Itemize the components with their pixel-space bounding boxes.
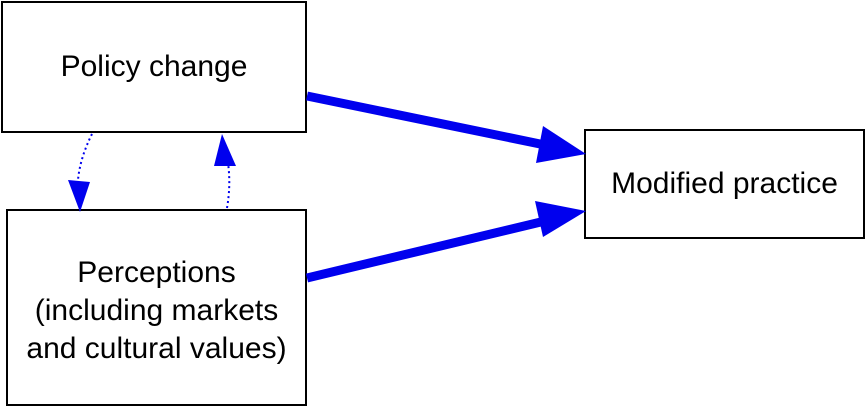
arrowhead-perceptions-to-policy (214, 134, 236, 166)
modified-practice-node: Modified practice (584, 129, 865, 239)
edge-policy-to-modified (306, 91, 586, 163)
perceptions-label-line-3: and cultural values) (26, 331, 287, 365)
perceptions-node: Perceptions (including markets and cultu… (6, 209, 307, 406)
arrowhead-perceptions-to-modified (535, 201, 586, 237)
perceptions-label-line-2: (including markets (34, 293, 279, 327)
policy-change-label: Policy change (60, 50, 248, 83)
policy-change-node: Policy change (1, 1, 307, 133)
modified-practice-label: Modified practice (611, 167, 838, 200)
arrowhead-policy-to-modified (536, 126, 586, 163)
perceptions-label-line-1: Perceptions (77, 255, 236, 289)
edge-perceptions-to-modified (305, 201, 586, 283)
edge-policy-to-perceptions (68, 133, 93, 212)
arrowhead-policy-to-perceptions (68, 180, 90, 212)
edge-perceptions-to-policy (214, 134, 236, 209)
